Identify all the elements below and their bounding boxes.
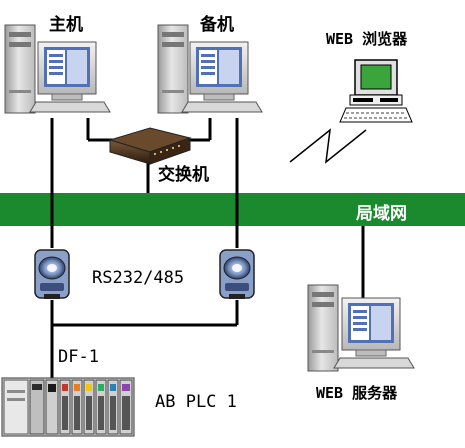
wan-zigzag xyxy=(289,128,367,164)
lan-label: 局域网 xyxy=(356,204,407,224)
host-label: 主机 xyxy=(49,15,83,35)
standby-computer-icon xyxy=(157,24,263,114)
web-browser-label: WEB 浏览器 xyxy=(326,30,408,48)
rs-protocol-label: RS232/485 xyxy=(92,268,185,288)
connection-lines xyxy=(50,118,365,390)
rs-converter-left-icon xyxy=(34,249,70,299)
ab-plc-rack-icon xyxy=(1,377,135,437)
web-server-label: WEB 服务器 xyxy=(316,384,398,402)
web-browser-terminal-icon xyxy=(339,59,413,123)
rs-converter-right-icon xyxy=(219,249,255,299)
df1-label: DF-1 xyxy=(58,347,99,367)
lan-band xyxy=(0,193,465,226)
switch-label: 交换机 xyxy=(158,165,209,185)
switch-icon xyxy=(108,127,192,165)
web-server-computer-icon xyxy=(307,284,415,372)
plc-label: AB PLC 1 xyxy=(155,392,237,412)
host-computer-icon xyxy=(4,24,111,114)
standby-label: 备机 xyxy=(200,15,234,35)
